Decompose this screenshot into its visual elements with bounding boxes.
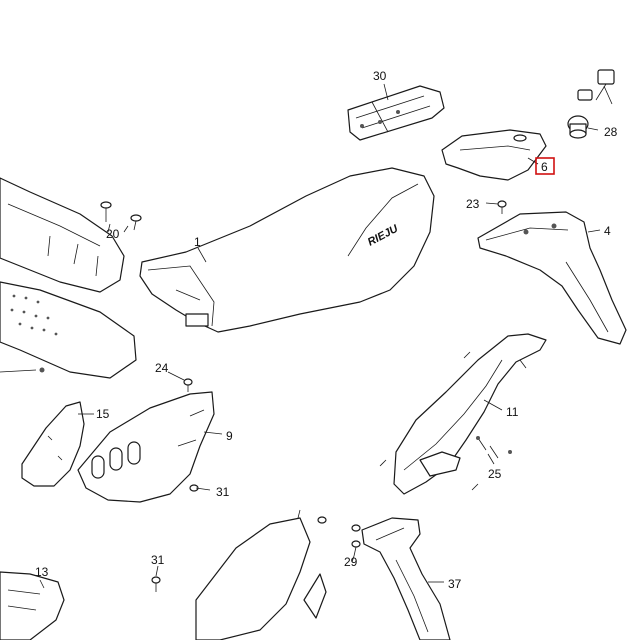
part-29-fasteners[interactable]	[351, 524, 361, 557]
part-11-subframe[interactable]	[379, 333, 547, 495]
part-left-side-panel[interactable]	[0, 177, 125, 293]
part-30-pouch[interactable]	[347, 85, 445, 141]
part-1-seat[interactable]: RIEJU	[139, 167, 435, 333]
callout-28[interactable]: 28	[604, 125, 618, 139]
part-left-grille-panel[interactable]	[0, 281, 137, 379]
part-15-panel[interactable]	[21, 401, 85, 487]
callout-29[interactable]: 29	[344, 555, 358, 569]
part-24-screw[interactable]	[183, 378, 193, 392]
part-6-cover[interactable]	[441, 129, 547, 181]
callout-6[interactable]: 6	[541, 160, 548, 174]
callout-15[interactable]: 15	[96, 407, 110, 421]
part-25-clips[interactable]	[476, 436, 512, 459]
part-31-screw-lower[interactable]	[151, 576, 161, 592]
callout-9[interactable]: 9	[226, 429, 233, 443]
callout-4[interactable]: 4	[604, 224, 611, 238]
callout-23[interactable]: 23	[466, 197, 480, 211]
callout-labels: 30 28 6 23 4 20 1 24 15 9 11 25 31 31 29…	[35, 69, 618, 591]
part-23-screw[interactable]	[497, 200, 507, 214]
callout-11[interactable]: 11	[506, 405, 519, 419]
part-31-screw-upper[interactable]	[189, 484, 211, 492]
callout-13[interactable]: 13	[35, 565, 49, 579]
callout-30[interactable]: 30	[373, 69, 387, 83]
part-28-lock[interactable]	[567, 69, 615, 139]
callout-31-lower[interactable]: 31	[151, 553, 165, 567]
callout-1[interactable]: 1	[194, 235, 201, 249]
part-13-panel[interactable]	[0, 571, 65, 640]
highlight-box	[535, 157, 555, 175]
part-9-panel[interactable]	[77, 391, 215, 503]
callout-31-upper[interactable]: 31	[216, 485, 230, 499]
part-lower-center-panel[interactable]	[195, 509, 327, 640]
callout-37[interactable]: 37	[448, 577, 462, 591]
callout-25[interactable]: 25	[488, 467, 502, 481]
callout-20[interactable]: 20	[106, 227, 120, 241]
part-37-frame[interactable]	[361, 517, 451, 640]
callout-24[interactable]: 24	[155, 361, 169, 375]
part-4-rear-fender[interactable]	[477, 211, 627, 345]
part-20-bolts[interactable]	[100, 201, 142, 231]
